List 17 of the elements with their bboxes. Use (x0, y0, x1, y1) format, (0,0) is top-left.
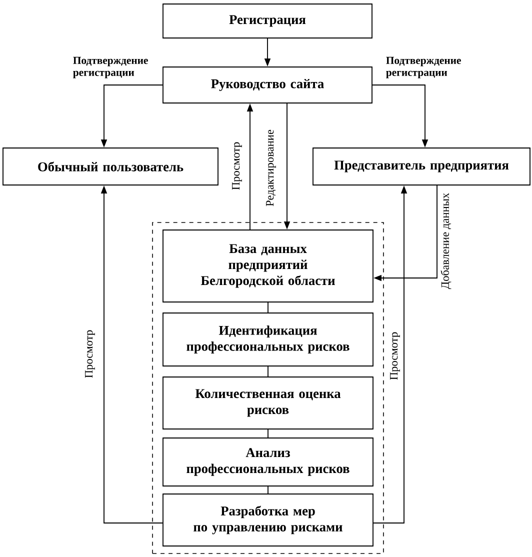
edge-label: Просмотр (232, 142, 242, 190)
edge-label: Подтверждение регистрации (386, 56, 461, 78)
edge-label: Просмотр (85, 330, 95, 378)
process-box: Представитель предприятия (312, 148, 530, 186)
edge-label: Редактирование (266, 130, 276, 206)
process-box: Анализ профессиональных рисков (162, 438, 374, 486)
process-box: Идентификация профессиональных рисков (162, 312, 374, 366)
process-box: Регистрация (162, 4, 372, 38)
edge-label: Добавление данных (440, 193, 452, 290)
process-box: Разработка мер по управлению рисками (162, 494, 374, 546)
process-box: База данных предприятий Белгородской области (162, 230, 374, 302)
dashed-box (152, 222, 384, 554)
process-box: Руководство сайта (162, 66, 372, 104)
process-box: Количественная оценка рисков (162, 376, 374, 430)
edge-label: Подтверждение регистрации (73, 56, 148, 78)
edge-label: Просмотр (390, 332, 400, 380)
process-box: Обычный пользователь (2, 148, 218, 186)
